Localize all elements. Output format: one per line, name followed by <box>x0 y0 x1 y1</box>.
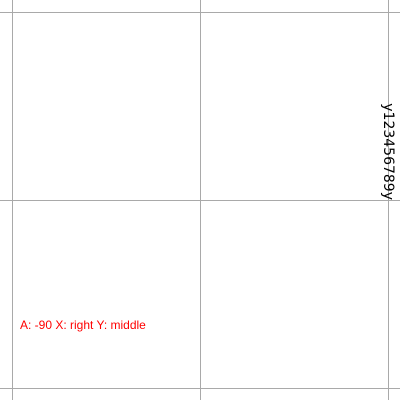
alignment-label: A: -90 X: right Y: middle <box>20 318 146 332</box>
rotated-sample-text: y123456789y <box>380 103 396 200</box>
horizontal-gridline <box>0 12 400 13</box>
horizontal-gridline <box>0 200 400 201</box>
horizontal-gridline <box>0 388 400 389</box>
